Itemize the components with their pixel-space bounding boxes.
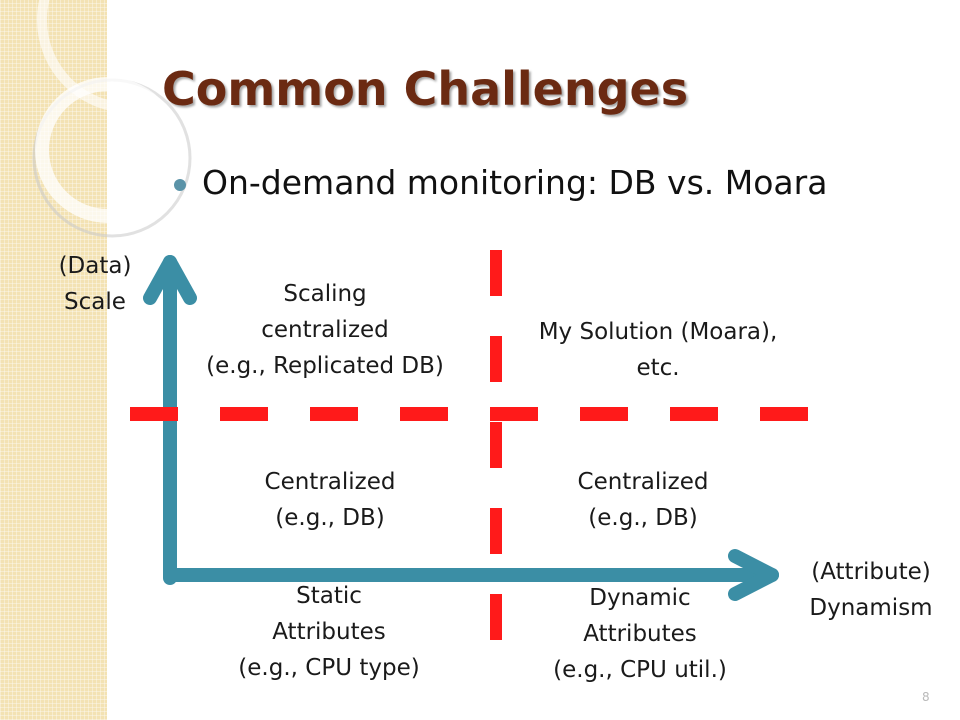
quadrant-top-right-label: My Solution (Moara), etc. <box>539 314 778 386</box>
page-number: 8 <box>922 690 930 704</box>
quadrant-bottom-left-label: Centralized (e.g., DB) <box>265 464 396 536</box>
quadrant-label-line: Scaling <box>283 281 367 307</box>
quadrant-label-line: (e.g., Replicated DB) <box>206 353 444 379</box>
x-category-label-line: Attributes <box>272 619 386 645</box>
x-axis-label-line: Dynamism <box>809 595 933 621</box>
y-axis-arrowhead <box>143 255 197 305</box>
x-category-dynamic-label: Dynamic Attributes (e.g., CPU util.) <box>553 580 727 688</box>
quadrant-label-line: (e.g., DB) <box>588 505 698 531</box>
x-axis-arrowhead <box>728 549 779 601</box>
bullet-text: On-demand monitoring: DB vs. Moara <box>202 163 828 202</box>
quadrant-bottom-right-label: Centralized (e.g., DB) <box>578 464 709 536</box>
x-axis-label: (Attribute) Dynamism <box>809 554 932 626</box>
y-axis-label-line: (Data) <box>58 253 132 279</box>
x-category-label-line: (e.g., CPU util.) <box>553 657 727 683</box>
quadrant-label-line: etc. <box>636 355 680 381</box>
x-category-label-line: Static <box>296 583 362 609</box>
quadrant-label-line: centralized <box>261 317 389 343</box>
quadrant-label-line: Centralized <box>264 469 396 495</box>
x-category-label-line: Dynamic <box>589 585 691 611</box>
bullet-dot-icon <box>174 179 186 191</box>
decorative-rings <box>32 0 220 238</box>
x-category-label-line: Attributes <box>583 621 697 647</box>
quadrant-label-line: Centralized <box>577 469 709 495</box>
x-category-static-label: Static Attributes (e.g., CPU type) <box>238 578 419 686</box>
y-axis-label: (Data) Scale <box>59 248 132 320</box>
y-axis-label-line: Scale <box>64 289 126 315</box>
quadrant-label-line: My Solution (Moara), <box>538 319 778 345</box>
x-category-label-line: (e.g., CPU type) <box>238 655 420 681</box>
x-axis-label-line: (Attribute) <box>811 559 931 585</box>
quadrant-top-left-label: Scaling centralized (e.g., Replicated DB… <box>206 276 444 384</box>
quadrant-label-line: (e.g., DB) <box>275 505 385 531</box>
slide-title: Common Challenges <box>162 62 689 116</box>
